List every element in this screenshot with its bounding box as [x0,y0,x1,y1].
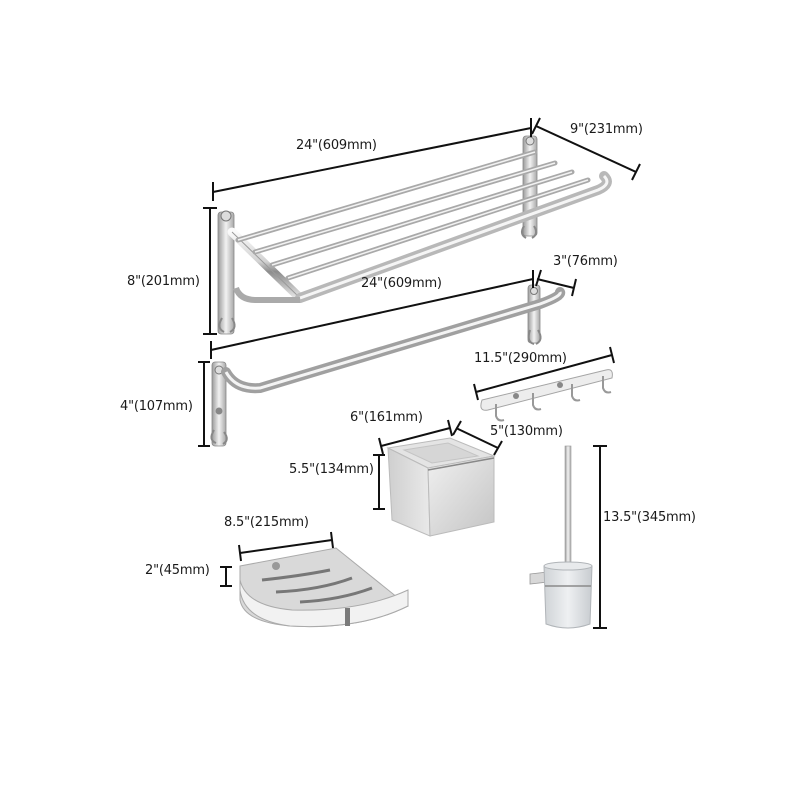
hook-rail-drawing [480,369,613,422]
corner-shelf-height-label: 2"(45mm) [145,563,210,578]
towel-rack-shelf-drawing [217,135,612,335]
towel-bar-height-label: 4"(107mm) [120,399,193,414]
tissue-box-drawing [386,437,496,537]
rack-length-label: 24"(609mm) [296,138,377,153]
tissue-box-dimension-lines [373,419,503,510]
rack-height-label: 8"(201mm) [127,274,200,289]
corner-shelf-width-label: 8.5"(215mm) [224,515,309,530]
tissue-box-height-label: 5.5"(134mm) [289,462,374,477]
towel-rack-dimension-lines [203,117,641,335]
toilet-brush-height-label: 13.5"(345mm) [603,510,696,525]
towel-bar-depth-label: 3"(76mm) [553,254,618,269]
toilet-brush-drawing [529,445,593,629]
tissue-box-width-label: 6"(161mm) [350,410,423,425]
towel-bar-dimension-lines [198,269,577,447]
towel-bar-drawing [210,284,566,447]
hook-rail-dimension-lines [473,346,615,401]
hook-rail-length-label: 11.5"(290mm) [474,351,567,366]
toilet-brush-dimension-lines [593,445,607,629]
rack-depth-label: 9"(231mm) [570,122,643,137]
tissue-box-depth-label: 5"(130mm) [490,424,563,439]
corner-shelf-dimension-lines [220,531,334,587]
corner-shelf-drawing [239,547,409,628]
towel-bar-length-label: 24"(609mm) [361,276,442,291]
